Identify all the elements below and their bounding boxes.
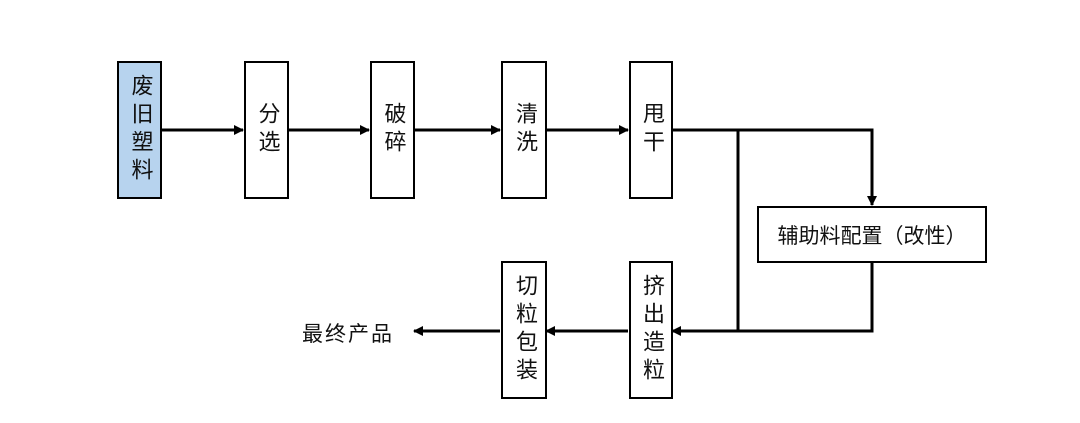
arrow-drying-to-auxiliary (672, 128, 877, 206)
step-cutting-packaging: 切粒包装 (501, 261, 547, 399)
step-spin-drying-label: 甩干 (639, 102, 664, 158)
step-crushing: 破碎 (370, 61, 415, 199)
step-extrusion-label: 挤出造粒 (639, 274, 664, 386)
step-waste-plastic-label: 废旧塑料 (127, 74, 153, 186)
step-washing-label: 清洗 (512, 102, 537, 158)
step-auxiliary-modification: 辅助料配置（改性） (757, 206, 987, 263)
step-cutting-label: 切粒包装 (512, 274, 537, 386)
step-sorting: 分选 (244, 61, 289, 199)
arrow-auxiliary-to-extrusion (671, 262, 874, 336)
step-spin-drying: 甩干 (629, 61, 673, 199)
step-auxiliary-label: 辅助料配置（改性） (777, 223, 967, 248)
step-crushing-label: 破碎 (380, 102, 406, 158)
step-washing: 清洗 (501, 61, 547, 199)
step-waste-plastic: 废旧塑料 (117, 61, 162, 199)
final-product-label: 最终产品 (302, 322, 394, 346)
step-sorting-label: 分选 (254, 102, 280, 158)
step-extrusion-granulation: 挤出造粒 (629, 261, 673, 399)
